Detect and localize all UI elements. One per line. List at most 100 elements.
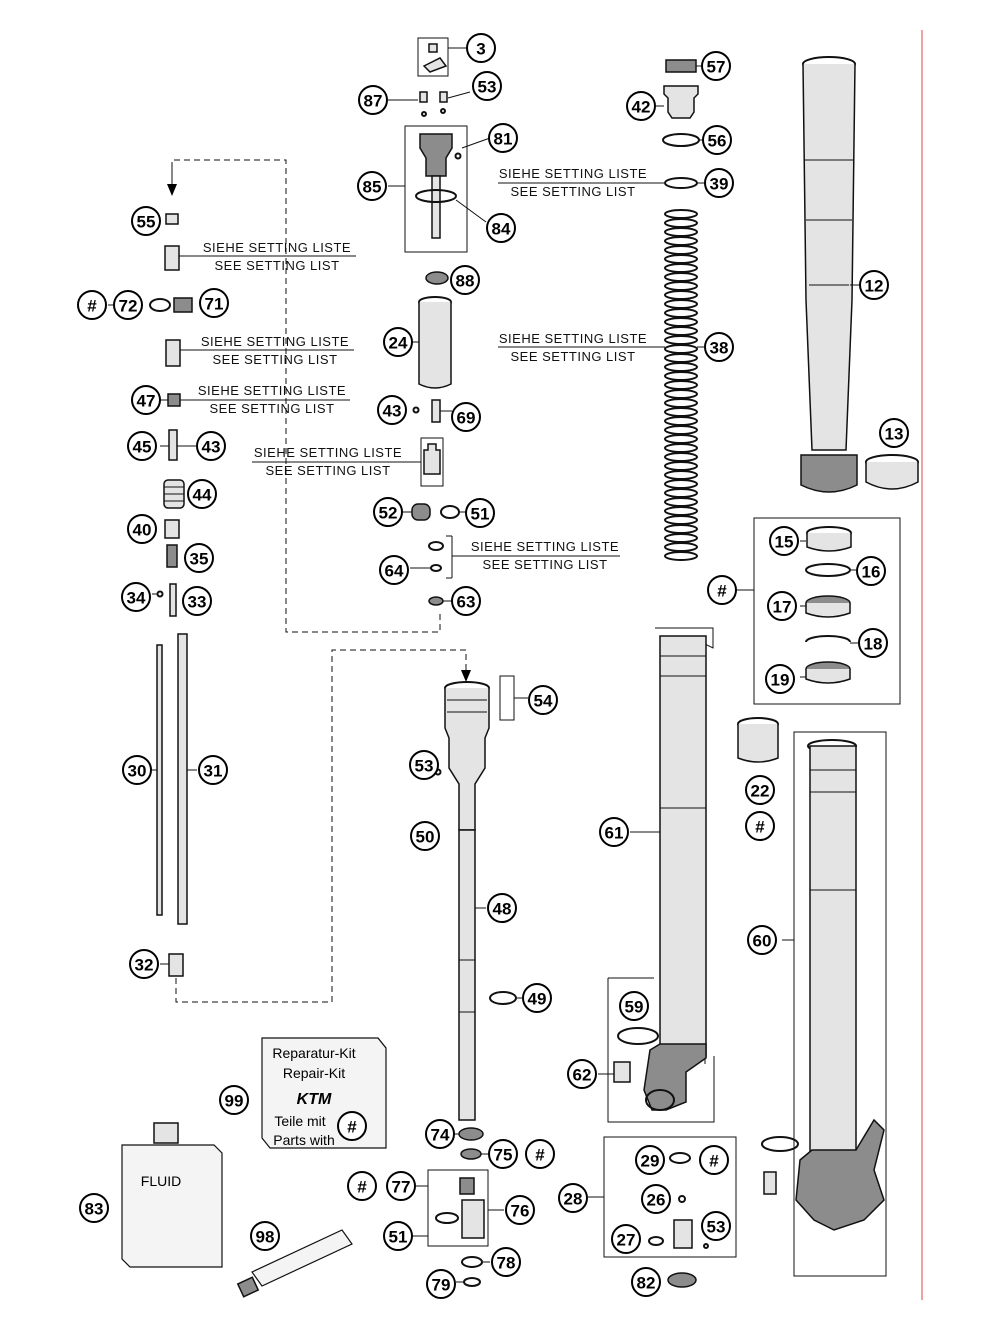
callout-c77-label: 77 xyxy=(392,1178,411,1197)
callout-c12-label: 12 xyxy=(865,277,884,296)
callout-c53c-label: 53 xyxy=(707,1218,726,1237)
callout-c62-label: 62 xyxy=(573,1066,592,1085)
callout-c22-label: 22 xyxy=(751,782,770,801)
callout-c29-label: 29 xyxy=(641,1152,660,1171)
part-87-53-small xyxy=(388,91,471,117)
setting-note-1: SIEHE SETTING LISTE SEE SETTING LIST xyxy=(198,240,356,273)
callout-c79: 79 xyxy=(426,1269,456,1299)
callout-c78: 78 xyxy=(491,1247,521,1277)
arrow-lower xyxy=(461,670,471,682)
callout-c51a: 51 xyxy=(465,498,495,528)
callout-c30: 30 xyxy=(122,755,152,785)
setting-note-4-en: SEE SETTING LIST xyxy=(265,463,390,478)
callout-c55-label: 55 xyxy=(137,213,156,232)
callout-c55: 55 xyxy=(131,206,161,236)
setting-note-1-de: SIEHE SETTING LISTE xyxy=(203,240,351,255)
callout-c61-label: 61 xyxy=(605,824,624,843)
callout-c33-label: 33 xyxy=(188,593,207,612)
setting-note-5: SIEHE SETTING LISTE SEE SETTING LIST xyxy=(498,166,650,199)
callout-c78-label: 78 xyxy=(497,1254,516,1273)
callout-c60: 60 xyxy=(747,925,777,955)
part-12-outer-tube xyxy=(800,56,860,493)
callout-c13: 13 xyxy=(879,418,909,448)
setting-note-2-en: SEE SETTING LIST xyxy=(212,352,337,367)
callout-c3-label: 3 xyxy=(476,40,485,59)
part-38-fork-spring xyxy=(664,209,698,561)
callout-c43b-label: 43 xyxy=(202,438,221,457)
callout-c17-label: 17 xyxy=(773,598,792,617)
callout-c27-label: 27 xyxy=(617,1231,636,1250)
callout-c44: 44 xyxy=(187,479,217,509)
part-64-stack xyxy=(410,535,466,579)
hash-marker-6-label: # xyxy=(357,1178,367,1197)
hash-marker-2-label: # xyxy=(717,582,727,601)
setting-note-5-de: SIEHE SETTING LISTE xyxy=(499,166,647,181)
callout-c71-label: 71 xyxy=(205,295,224,314)
hash-marker-7: # xyxy=(337,1111,367,1141)
flow-line-lower xyxy=(175,649,467,1003)
callout-c18-label: 18 xyxy=(864,635,883,654)
callout-c54-label: 54 xyxy=(534,692,553,711)
callout-c57-label: 57 xyxy=(707,58,726,77)
callout-c34: 34 xyxy=(121,582,151,612)
part-74 xyxy=(455,1127,484,1141)
callout-c27: 27 xyxy=(611,1224,641,1254)
fluid-bottle: FLUID xyxy=(121,1122,223,1268)
callout-c99: 99 xyxy=(219,1085,249,1115)
part-13-ring-nut xyxy=(865,454,919,490)
callout-c28: 28 xyxy=(558,1183,588,1213)
callout-c16: 16 xyxy=(856,556,886,586)
setting-note-7: SIEHE SETTING LISTE SEE SETTING LIST xyxy=(466,539,620,572)
callout-c39: 39 xyxy=(704,168,734,198)
ktm-logo: KTM xyxy=(297,1091,332,1108)
setting-note-3-de: SIEHE SETTING LISTE xyxy=(198,383,346,398)
setting-note-4: SIEHE SETTING LISTE SEE SETTING LIST xyxy=(252,445,404,478)
callout-c62: 62 xyxy=(567,1059,597,1089)
hash-marker-3: # xyxy=(745,811,775,841)
kit-line-3: Teile mit xyxy=(274,1113,325,1129)
part-3-screw-bracket xyxy=(417,37,466,77)
part-88 xyxy=(425,271,449,285)
part-31-rod xyxy=(177,633,197,925)
callout-c22: 22 xyxy=(745,775,775,805)
callout-c51b-label: 51 xyxy=(389,1228,408,1247)
callout-c15: 15 xyxy=(769,526,799,556)
callout-c98: 98 xyxy=(250,1221,280,1251)
part-35 xyxy=(166,544,178,568)
callout-c53b: 53 xyxy=(409,750,439,780)
callout-c63-label: 63 xyxy=(457,593,476,612)
part-44-spring xyxy=(163,479,185,509)
callout-c18: 18 xyxy=(858,628,888,658)
callout-c40: 40 xyxy=(127,514,157,544)
callout-c45-label: 45 xyxy=(133,438,152,457)
parts-15-19-bushings xyxy=(736,517,901,705)
callout-c84: 84 xyxy=(486,213,516,243)
callout-c98-label: 98 xyxy=(256,1228,275,1247)
callout-c31: 31 xyxy=(198,755,228,785)
callout-c15-label: 15 xyxy=(775,533,794,552)
hash-marker-3-label: # xyxy=(755,818,765,837)
callout-c56: 56 xyxy=(702,125,732,155)
callout-c51b: 51 xyxy=(383,1221,413,1251)
part-82 xyxy=(667,1272,697,1288)
part-shim-stack-1 xyxy=(164,245,198,271)
kit-line-1: Reparatur-Kit xyxy=(272,1045,355,1061)
callout-c43a: 43 xyxy=(377,395,407,425)
callout-c53a-label: 53 xyxy=(478,78,497,97)
part-24-tube xyxy=(412,296,452,389)
callout-c52-label: 52 xyxy=(379,504,398,523)
callout-c49: 49 xyxy=(522,983,552,1013)
part-shim-stack-2 xyxy=(165,339,198,367)
callout-c88: 88 xyxy=(450,265,480,295)
setting-note-2: SIEHE SETTING LISTE SEE SETTING LIST xyxy=(198,334,354,367)
part-22-bushing xyxy=(737,717,779,763)
callout-c85-label: 85 xyxy=(363,178,382,197)
part-76-valve xyxy=(412,1169,504,1247)
hash-marker-4: # xyxy=(525,1139,555,1169)
callout-c3: 3 xyxy=(466,33,496,63)
callout-c45: 45 xyxy=(127,431,157,461)
part-49 xyxy=(489,991,522,1005)
callout-c59-label: 59 xyxy=(625,998,644,1017)
